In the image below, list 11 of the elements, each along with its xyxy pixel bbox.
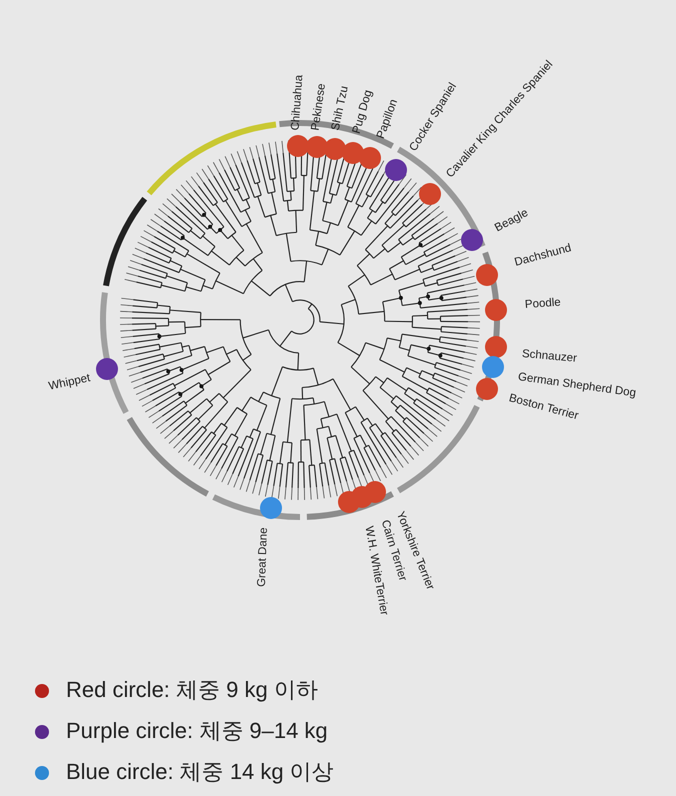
legend-text: Blue circle: 체중 14 kg 이상 <box>66 759 334 785</box>
legend-text: Purple circle: 체중 9–14 kg <box>66 718 328 744</box>
breed-label: Pekinese <box>310 82 330 131</box>
breed-label: Great Dane <box>256 526 271 587</box>
breed-label: Poodle <box>524 296 562 312</box>
breed-label: Shih Tzu <box>330 84 352 132</box>
breed-label: Pug Dog <box>350 88 376 135</box>
breed-label: Whippet <box>48 372 92 394</box>
breed-label: Chihuahua <box>290 74 306 130</box>
breed-label: Schnauzer <box>521 348 578 366</box>
legend-text: Red circle: 체중 9 kg 이하 <box>66 677 318 703</box>
